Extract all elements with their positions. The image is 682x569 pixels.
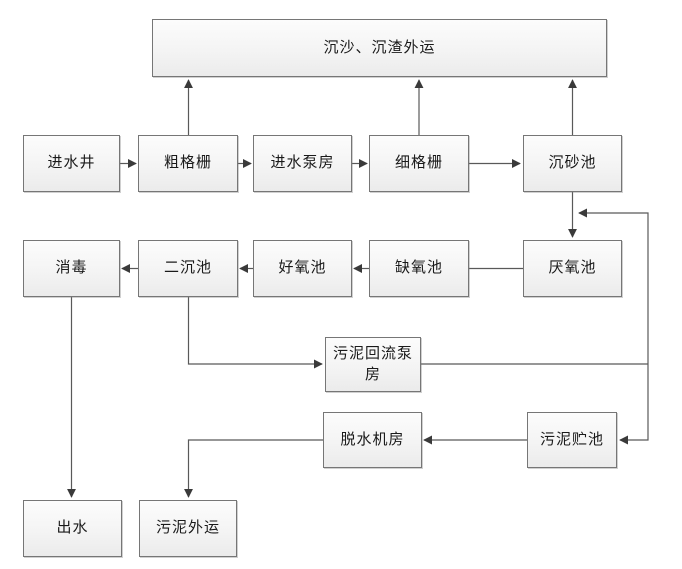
node-inlet-pump-house: 进水泵房 [253,135,352,192]
node-effluent-label: 出水 [56,520,89,536]
node-sludge-return-pump-house: 污泥回流泵房 [325,337,421,392]
node-waste-out: 沉沙、沉渣外运 [152,19,607,77]
node-waste-out-label: 沉沙、沉渣外运 [323,39,436,56]
edge-sludge-return-to-anaerobic-junction [578,208,649,364]
node-grit-chamber-label: 沉砂池 [548,155,597,171]
node-sludge-return-pump-house-label: 污泥回流泵房 [332,345,413,383]
node-sludge-out-label: 污泥外运 [155,520,220,536]
edge-sludge-return-to-storage [619,364,649,445]
node-anaerobic-tank: 厌氧池 [523,240,622,297]
node-aerobic-tank-label: 好氧池 [278,260,327,276]
node-dewatering-room-label: 脱水机房 [340,431,405,448]
node-disinfection: 消毒 [23,240,120,297]
node-sludge-storage-tank-label: 污泥贮池 [539,431,604,448]
node-coarse-screen-label: 粗格栅 [163,155,212,171]
node-anoxic-tank: 缺氧池 [369,240,469,297]
edge-dewatering-to-sludge-out [184,439,323,498]
node-inlet-well-label: 进水井 [47,155,96,171]
node-inlet-well: 进水井 [23,135,120,192]
node-aerobic-tank: 好氧池 [253,240,352,297]
node-disinfection-label: 消毒 [55,260,88,276]
node-secondary-tank-label: 二沉池 [163,260,212,276]
node-inlet-pump-house-label: 进水泵房 [270,155,335,171]
node-sludge-out: 污泥外运 [139,500,237,557]
node-anoxic-tank-label: 缺氧池 [394,260,443,276]
node-fine-screen: 细格栅 [369,135,469,192]
node-dewatering-room: 脱水机房 [323,412,422,468]
node-effluent: 出水 [23,500,122,557]
edge-secondary-to-sludge-return-pump [187,297,323,369]
node-anaerobic-tank-label: 厌氧池 [548,260,597,276]
node-sludge-storage-tank: 污泥贮池 [527,412,617,468]
node-secondary-tank: 二沉池 [138,240,238,297]
node-grit-chamber: 沉砂池 [523,135,622,192]
node-coarse-screen: 粗格栅 [138,135,238,192]
node-fine-screen-label: 细格栅 [394,155,443,171]
